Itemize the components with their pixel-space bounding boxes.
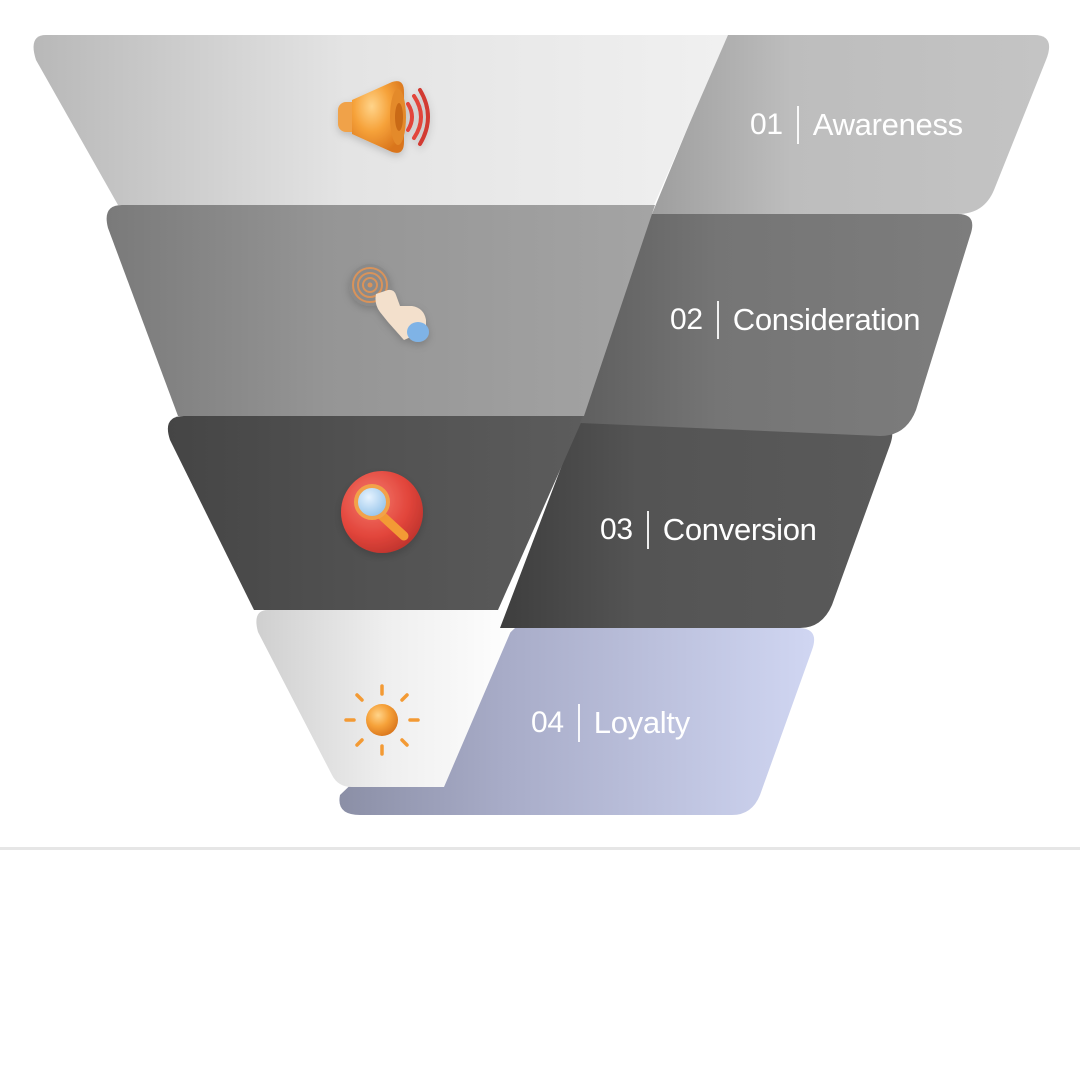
stage-1-back-panel — [652, 35, 1050, 214]
megaphone-icon — [338, 81, 430, 153]
stage-3-label: 03 Conversion — [600, 511, 817, 549]
stage-1-label: 01 Awareness — [750, 106, 963, 144]
stage-4-label: 04 Loyalty — [531, 704, 690, 742]
stage-4-name: Loyalty — [593, 705, 690, 740]
stage-1-separator — [796, 106, 799, 144]
stage-4-separator — [577, 704, 580, 742]
stage-3-separator — [646, 511, 649, 549]
stage-2-label: 02 Consideration — [670, 301, 920, 339]
stage-3-name: Conversion — [662, 512, 817, 547]
magnifier-icon — [341, 471, 423, 553]
stage-1-name: Awareness — [812, 107, 963, 142]
stage-4-number: 04 — [531, 706, 564, 739]
stage-3-number: 03 — [600, 513, 633, 546]
horizontal-divider — [0, 847, 1080, 850]
stage-4-back-panel — [339, 628, 815, 815]
stage-4-front-panel — [256, 610, 520, 787]
sun-icon — [344, 684, 420, 756]
stage-3-back-panel — [500, 423, 893, 628]
stage-1-number: 01 — [750, 108, 783, 141]
touch-fingerprint-icon — [349, 264, 429, 342]
funnel-stage-4 — [256, 610, 815, 815]
funnel-stage-3 — [167, 416, 893, 628]
stage-2-number: 02 — [670, 303, 703, 336]
stage-2-back-panel — [580, 214, 973, 436]
stage-2-name: Consideration — [732, 302, 921, 337]
stage-2-separator — [716, 301, 719, 339]
